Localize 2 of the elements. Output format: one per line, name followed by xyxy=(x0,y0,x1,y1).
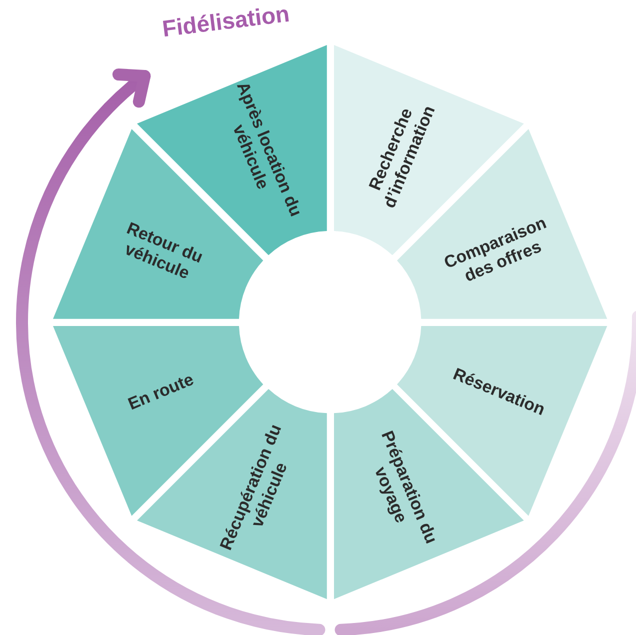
segment-label: En route xyxy=(124,368,198,416)
cycle-title: Fidélisation xyxy=(160,0,291,43)
